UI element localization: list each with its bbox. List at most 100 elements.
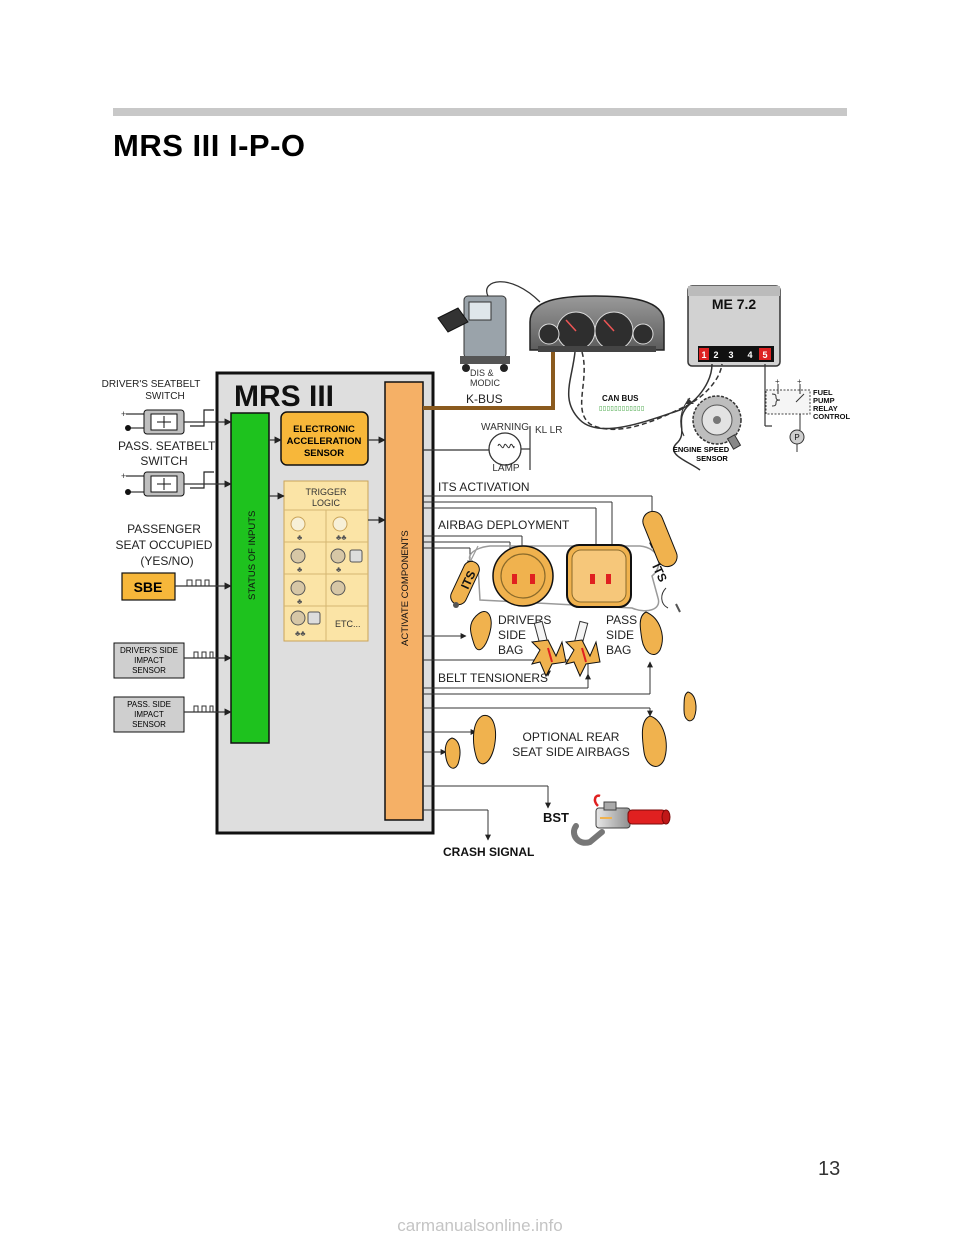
svg-text:♣: ♣: [336, 565, 342, 574]
belt-tensioners-label: BELT TENSIONERS: [438, 671, 548, 685]
page-number: 13: [818, 1158, 841, 1180]
status-of-inputs-label: STATUS OF INPUTS: [247, 511, 258, 600]
drivers-side-bag: [470, 610, 492, 651]
warning-lamp: WARNING LAMP KL LR: [423, 422, 562, 474]
pass-belt-line-1: PASS. SEATBELT: [118, 439, 216, 453]
inputs-group: DRIVER'S SEATBELT SWITCH + PASS. SEATBEL…: [102, 379, 232, 733]
rear-bag-right: [641, 715, 667, 767]
svg-text:♣: ♣: [297, 597, 303, 606]
svg-text:♣♣: ♣♣: [336, 533, 347, 542]
dis-line-2: MODIC: [470, 378, 500, 388]
eas-line-3: SENSOR: [304, 448, 344, 459]
pass-side-line-1: PASS. SIDE: [127, 700, 171, 709]
page-title: MRS III I-P-O: [113, 128, 306, 163]
bst-terminal: BST: [543, 794, 671, 846]
can-bus-label: CAN BUS: [602, 394, 639, 403]
rear-bag-line-2: SEAT SIDE AIRBAGS: [512, 745, 630, 759]
fuel-line-3: RELAY: [813, 404, 838, 413]
rear-bag-line-1: OPTIONAL REAR: [523, 730, 620, 744]
its-activation-label: ITS ACTIVATION: [438, 480, 530, 494]
drv-side-line-2: IMPACT: [134, 656, 164, 665]
top-rule: [113, 108, 847, 116]
sbe-label: SBE: [134, 579, 163, 595]
instrument-cluster: [529, 295, 665, 352]
pass-belt-line-2: SWITCH: [140, 454, 187, 468]
me-pin-2: 2: [713, 350, 718, 360]
trigger-line-1: TRIGGER: [305, 487, 347, 497]
fuel-pump-relay: + + P FUEL PUMP RELAY CONTROL: [764, 364, 850, 452]
svg-text:♣♣: ♣♣: [295, 629, 306, 638]
me72-label: ME 7.2: [712, 296, 757, 312]
drivers-bag-line-3: BAG: [498, 643, 523, 657]
etc-label: ETC...: [335, 619, 361, 629]
bst-label: BST: [543, 810, 569, 825]
pass-airbag: [566, 544, 632, 608]
drivers-airbag: [492, 545, 554, 607]
svg-text:▯▯▯▯▯▯▯▯▯▯▯▯: ▯▯▯▯▯▯▯▯▯▯▯▯: [599, 406, 645, 412]
mrs-module: MRS III STATUS OF INPUTS ACTIVATE COMPON…: [215, 371, 435, 835]
pass-belt-switch: +: [121, 471, 214, 497]
lamp-label: LAMP: [492, 463, 520, 474]
drv-belt-line-1: DRIVER'S SEATBELT: [102, 379, 201, 390]
me-pin-4: 4: [747, 350, 752, 360]
engine-speed-line-1: ENGINE SPEED: [673, 445, 730, 454]
trigger-logic-box: TRIGGER LOGIC ♣ ♣♣ ♣ ♣ ♣ ♣♣ ETC...: [283, 480, 369, 642]
fuel-line-1: FUEL: [813, 388, 833, 397]
pass-side-sensor-box: [113, 696, 185, 733]
svg-text:+: +: [121, 409, 126, 419]
car-airbag-group: ITS ITS DRIVERS SIDE BAG PASS SIDE BAG: [444, 510, 697, 769]
drv-side-line-3: SENSOR: [132, 666, 166, 675]
pass-seat-line-1: PASSENGER: [127, 522, 201, 536]
trigger-line-2: LOGIC: [312, 498, 341, 508]
belt-tensioner-left: [530, 620, 567, 678]
svg-text:♣: ♣: [297, 533, 303, 542]
svg-text:+: +: [797, 377, 802, 386]
pass-side-bag: [639, 611, 663, 655]
crash-signal-label: CRASH SIGNAL: [443, 845, 534, 859]
belt-tensioner-right: [564, 620, 601, 678]
svg-text:♣: ♣: [297, 565, 303, 574]
kl-lr-label: KL LR: [535, 425, 562, 436]
pass-bag-line-2: SIDE: [606, 628, 634, 642]
airbag-deployment-label: AIRBAG DEPLOYMENT: [438, 518, 570, 532]
dis-modic-tester: DIS & MODIC: [437, 281, 541, 388]
me-pin-5: 5: [762, 350, 767, 360]
drivers-bag-line-2: SIDE: [498, 628, 526, 642]
status-of-inputs-bar: [230, 412, 270, 744]
dis-line-1: DIS &: [470, 368, 494, 378]
its-right: ITS: [642, 510, 681, 613]
engine-speed-sensor: ENGINE SPEED SENSOR: [673, 395, 742, 463]
drv-side-line-1: DRIVER'S SIDE: [120, 646, 178, 655]
its-left: ITS: [450, 560, 480, 608]
activate-components-label: ACTIVATE COMPONENTS: [400, 530, 411, 646]
warning-label: WARNING: [481, 422, 529, 433]
pass-side-line-3: SENSOR: [132, 720, 166, 729]
fuel-line-2: PUMP: [813, 396, 835, 405]
kbus-line: [423, 352, 555, 410]
rear-bag-left: [473, 714, 496, 765]
engine-speed-line-2: SENSOR: [696, 454, 728, 463]
svg-text:+: +: [121, 471, 126, 481]
pass-bag-line-1: PASS: [606, 613, 637, 627]
drv-belt-switch: +: [121, 409, 214, 435]
pass-seat-line-2: SEAT OCCUPIED: [116, 538, 213, 552]
outputs-wiring: ITS ACTIVATION AIRBAG DEPLOYMENT BELT TE…: [423, 480, 655, 859]
rear-bag-left-small: [444, 737, 461, 769]
eas-line-1: ELECTRONIC: [293, 424, 355, 435]
drv-side-sensor-box: [113, 642, 185, 679]
pass-bag-line-3: BAG: [606, 643, 631, 657]
p-label: P: [794, 433, 799, 442]
kbus-label: K-BUS: [466, 392, 503, 406]
me-pin-1: 1: [701, 350, 706, 360]
rear-bag-right-small: [683, 691, 697, 722]
drv-belt-line-2: SWITCH: [145, 391, 184, 402]
me-pin-3: 3: [728, 350, 733, 360]
fuel-line-4: CONTROL: [813, 412, 850, 421]
eas-line-2: ACCELERATION: [287, 436, 362, 447]
me72-dme: ME 7.2 1 2 3 4 5: [687, 285, 781, 367]
mrs-title: MRS III: [234, 380, 334, 413]
pass-seat-line-3: (YES/NO): [140, 554, 193, 568]
can-bus: CAN BUS ▯▯▯▯▯▯▯▯▯▯▯▯: [567, 351, 723, 471]
pass-side-line-2: IMPACT: [134, 710, 164, 719]
